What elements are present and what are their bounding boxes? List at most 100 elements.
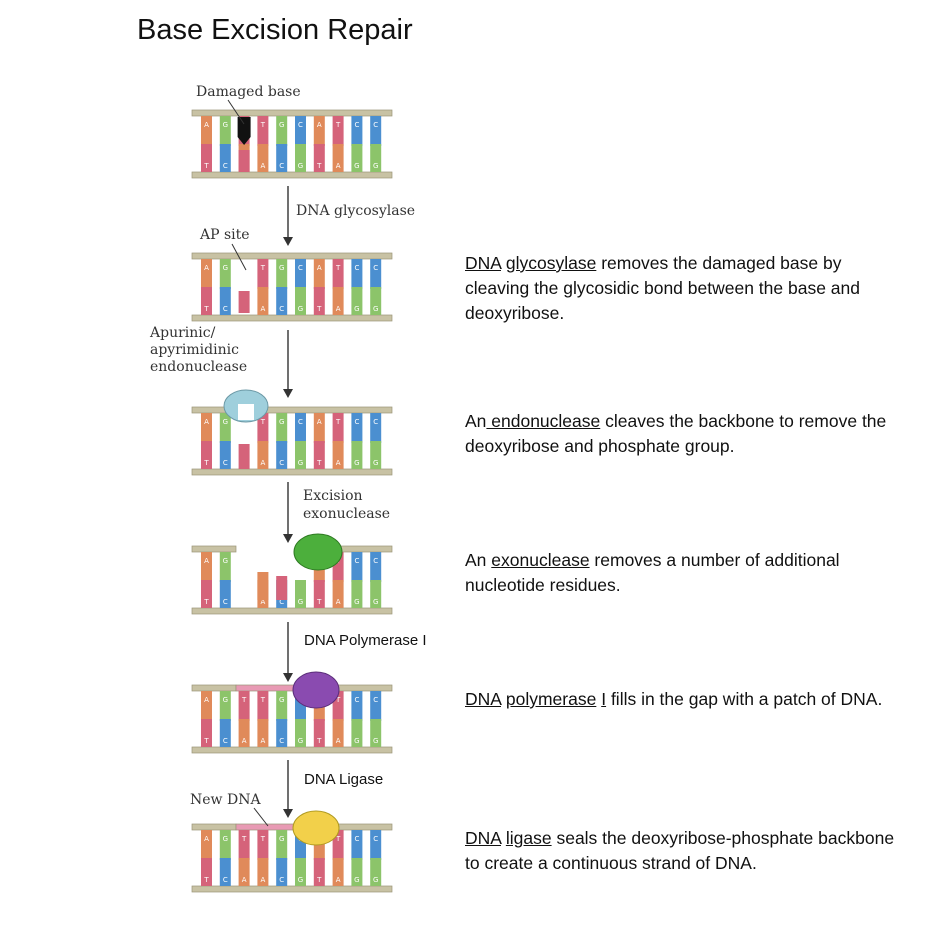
- base-top: [201, 116, 212, 146]
- base-top: [276, 116, 288, 146]
- base-bottom: [238, 444, 250, 469]
- base-letter: T: [260, 264, 266, 272]
- description-text: cleaves the backbone to remove the deoxy…: [465, 411, 887, 456]
- base-letter: G: [279, 835, 284, 843]
- base-letter: G: [373, 459, 378, 467]
- description-step-1: DNA glycosylase removes the damaged base…: [465, 251, 905, 326]
- base-letter: C: [279, 162, 284, 170]
- description-text: exonuclease: [491, 550, 590, 570]
- base-top: [219, 413, 231, 443]
- base-top: [276, 259, 288, 289]
- base-letter: A: [242, 876, 247, 884]
- label-apurinic-1: Apurinic/: [150, 325, 216, 341]
- base-bottom: [201, 719, 212, 747]
- base-bottom: [351, 144, 363, 172]
- base-top: [219, 116, 231, 146]
- base-bottom: [332, 144, 344, 172]
- label-new-dna: New DNA: [190, 792, 261, 808]
- base-top: [332, 259, 344, 289]
- base-letter: A: [336, 459, 341, 467]
- base-letter: T: [335, 264, 341, 272]
- arrow-head-icon: [283, 534, 293, 543]
- base-top: [295, 413, 306, 443]
- base-letter: C: [354, 835, 359, 843]
- base-letter: G: [373, 876, 378, 884]
- top-backbone: [191, 823, 237, 831]
- bottom-backbone: [191, 314, 393, 322]
- base-top: [370, 552, 382, 582]
- base-letter: T: [316, 598, 322, 606]
- base-top: [201, 259, 212, 289]
- base-top: [370, 116, 382, 146]
- base-letter: A: [261, 598, 266, 606]
- base-letter: C: [298, 264, 303, 272]
- base-bottom: [313, 580, 325, 608]
- description-text: DNA: [465, 253, 501, 273]
- base-letter: G: [298, 162, 303, 170]
- base-bottom: [351, 719, 363, 747]
- bottom-backbone: [191, 171, 393, 179]
- base-letter: G: [279, 418, 284, 426]
- base-letter: A: [336, 598, 341, 606]
- base-bottom: [332, 580, 344, 608]
- base-letter: C: [373, 121, 378, 129]
- base-letter: T: [316, 459, 322, 467]
- base-bottom: [295, 580, 306, 608]
- base-letter: A: [204, 835, 209, 843]
- base-letter: T: [335, 696, 341, 704]
- base-bottom: [313, 441, 325, 469]
- base-letter: G: [223, 557, 228, 565]
- description-text: seals the deoxyribose-phosphate backbone…: [465, 828, 895, 873]
- damaged-base-icon: [237, 117, 251, 145]
- arrow-head-icon: [283, 673, 293, 682]
- description-text: endonuclease: [486, 411, 601, 431]
- base-letter: A: [204, 418, 209, 426]
- base-bottom: [238, 719, 250, 747]
- base-letter: A: [336, 305, 341, 313]
- base-bottom: [313, 287, 325, 315]
- base-top: [219, 552, 231, 582]
- base-letter: G: [279, 121, 284, 129]
- top-backbone: [235, 823, 301, 831]
- base-letter: C: [279, 459, 284, 467]
- label-dna-ligase: DNA Ligase: [304, 771, 384, 788]
- base-letter: G: [279, 264, 284, 272]
- base-letter: C: [354, 696, 359, 704]
- base-top: [295, 259, 306, 289]
- base-top: [276, 413, 288, 443]
- exonuclease-enzyme: [293, 533, 343, 571]
- base-letter: T: [203, 737, 209, 745]
- base-bottom: [370, 441, 382, 469]
- base-bottom: [351, 441, 363, 469]
- base-letter: G: [354, 598, 359, 606]
- base-bottom: [257, 287, 269, 315]
- base-letter: G: [298, 305, 303, 313]
- base-letter: G: [298, 459, 303, 467]
- base-letter: C: [354, 418, 359, 426]
- base-letter: T: [203, 459, 209, 467]
- base-top: [219, 830, 231, 860]
- label-dna-polymerase: DNA Polymerase I: [304, 632, 427, 649]
- base-bottom: [257, 719, 269, 747]
- base-letter: A: [317, 264, 322, 272]
- base-bottom: [219, 580, 231, 608]
- base-top: [351, 413, 363, 443]
- base-top: [351, 691, 363, 721]
- arrow-head-icon: [283, 389, 293, 398]
- base-top: [313, 259, 325, 289]
- base-letter: T: [260, 696, 266, 704]
- base-top: [295, 691, 306, 721]
- base-letter: C: [223, 305, 228, 313]
- description-step-4: DNA polymerase I fills in the gap with a…: [465, 687, 905, 712]
- base-bottom: [276, 858, 288, 886]
- base-top: [313, 116, 325, 146]
- base-bottom: [276, 441, 288, 469]
- base-letter: T: [316, 737, 322, 745]
- base-top: [332, 116, 344, 146]
- base-top: [276, 691, 288, 721]
- base-letter: C: [279, 737, 284, 745]
- base-letter: A: [261, 162, 266, 170]
- base-bottom: [219, 287, 231, 315]
- base-letter: C: [279, 305, 284, 313]
